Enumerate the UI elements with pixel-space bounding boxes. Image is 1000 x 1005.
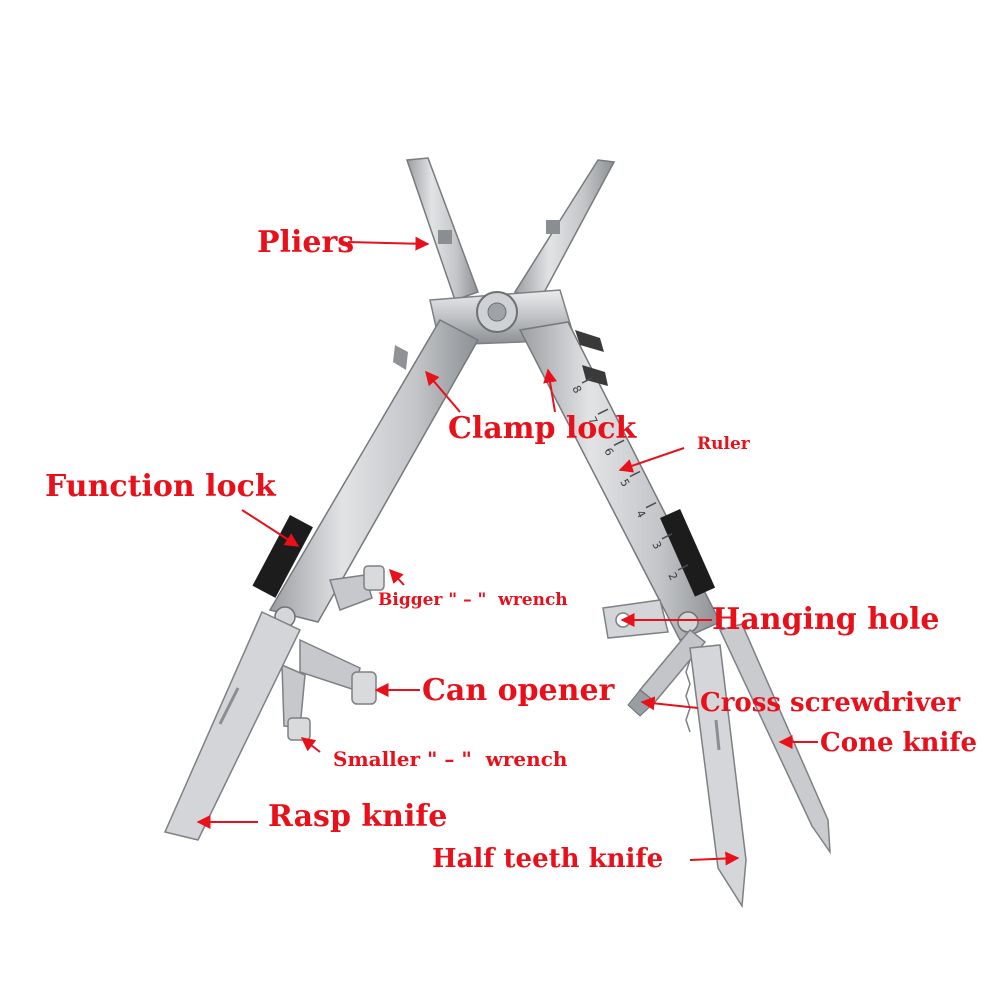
bigger-wrench-tool: [329, 565, 385, 611]
callout-arrows: [196, 236, 818, 866]
ruler-tick: [677, 564, 689, 571]
half-teeth-knife-blade: [685, 644, 747, 909]
ruler-tick: [597, 408, 609, 415]
can-opener-tool: [299, 638, 377, 705]
label-half-teeth-knife: Half teeth knife: [432, 844, 664, 874]
rasp-knife-blade: [163, 610, 302, 841]
ruler-tick: [645, 501, 657, 509]
label-pliers: Pliers: [257, 225, 355, 260]
label-rasp-knife: Rasp knife: [268, 799, 448, 834]
smaller-wrench-tool: [281, 663, 311, 741]
label-clamp-lock: Clamp lock: [448, 411, 637, 446]
label-cross-screwdriver: Cross screwdriver: [700, 688, 961, 718]
label-can-opener: Can opener: [422, 673, 615, 708]
label-ruler: Ruler: [697, 434, 750, 454]
label-cone-knife: Cone knife: [820, 728, 978, 758]
ruler-tick: [661, 533, 673, 540]
label-bigger-wrench: Bigger " – " wrench: [378, 590, 568, 610]
ruler-tick: [613, 439, 625, 447]
label-hanging-hole: Hanging hole: [712, 602, 940, 637]
ruler-tick: [581, 377, 593, 384]
label-function-lock: Function lock: [45, 469, 276, 504]
ruler-tick: [629, 470, 641, 478]
label-smaller-wrench: Smaller " – " wrench: [333, 747, 568, 771]
cone-knife-spike: [718, 623, 831, 855]
pliers-jaws: [405, 157, 616, 301]
